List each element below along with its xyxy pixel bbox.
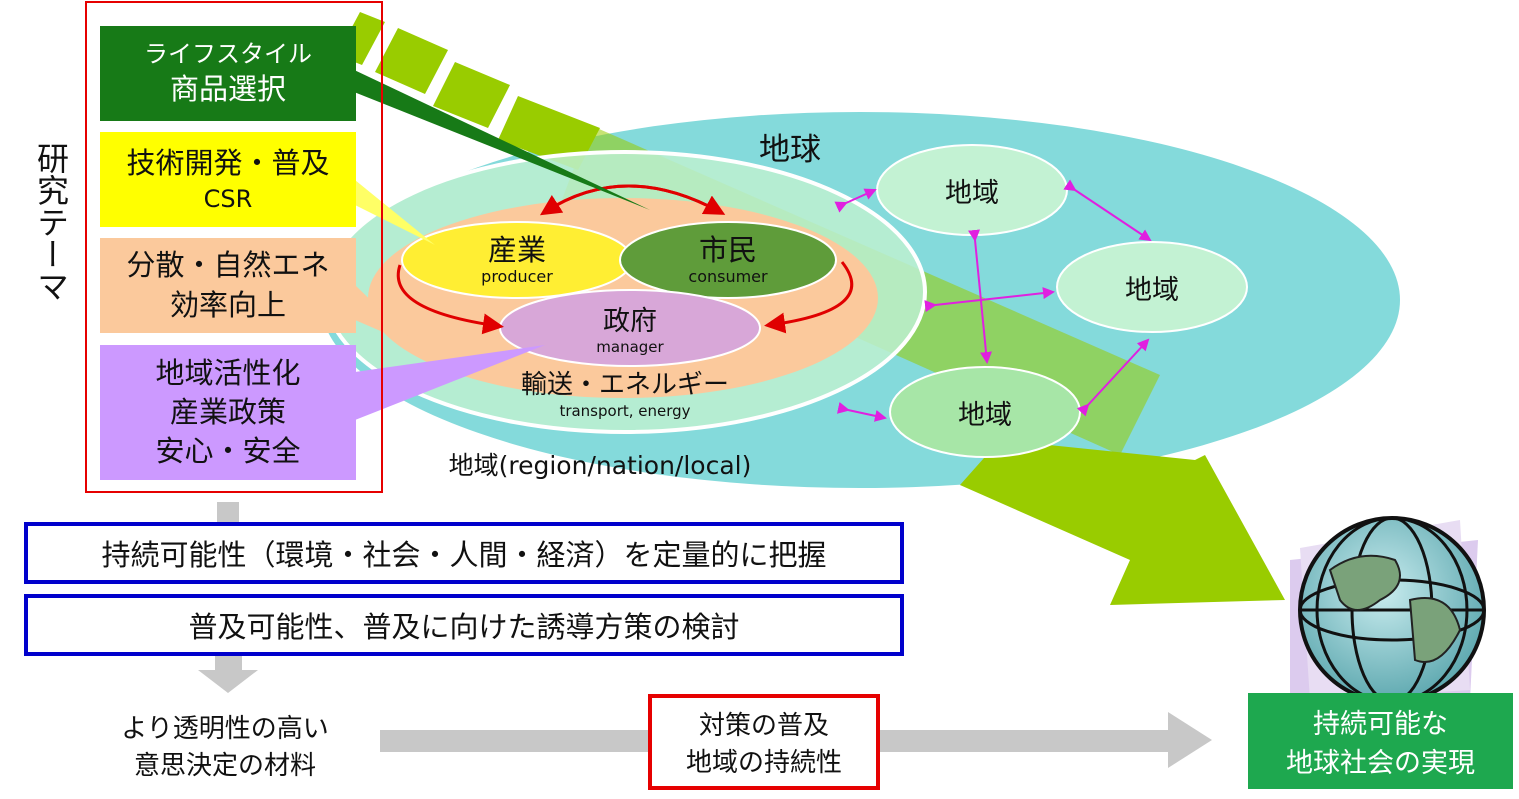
- region-node-2-label: 地域: [1125, 274, 1179, 306]
- actor-infrastructure-sub: transport, energy: [559, 402, 691, 420]
- callout-energy: [355, 285, 420, 348]
- theme-region-line2: 産業政策: [169, 394, 286, 429]
- region-node-2: [1056, 241, 1248, 333]
- actor-government-name: 政府: [603, 306, 657, 337]
- goal-line1: 持続可能な: [1313, 709, 1448, 740]
- actor-industry: 産業 producer: [437, 228, 597, 292]
- measures-line1: 対策の普及: [698, 711, 829, 741]
- actor-cycle-arrows: [396, 184, 854, 335]
- theme-technology-line1: 技術開発・普及: [126, 145, 330, 180]
- actor-industry-sub: producer: [481, 267, 553, 286]
- globe-icon: [1290, 516, 1486, 715]
- theme-lifestyle-line2: 商品選択: [169, 72, 286, 107]
- quantify-sustainability-box: 持続可能性（環境・社会・人間・経済）を定量的に把握: [24, 522, 904, 584]
- measures-line2: 地域の持続性: [685, 748, 842, 778]
- goal-line2: 地球社会の実現: [1286, 748, 1475, 779]
- actor-citizen-sub: consumer: [688, 267, 768, 286]
- actor-infrastructure-name: 輸送・エネルギー: [520, 370, 729, 400]
- actor-citizen-name: 市民: [698, 233, 757, 267]
- citizen-ellipse: [619, 221, 837, 299]
- theme-region-line1: 地域活性化: [155, 355, 301, 390]
- decision-material: より透明性の高い 意思決定の材料: [90, 700, 360, 790]
- region-node-3-label: 地域: [958, 399, 1012, 431]
- theme-technology-line2: CSR: [203, 184, 253, 213]
- theme-region: 地域活性化 産業政策 安心・安全: [100, 345, 356, 480]
- measures-box: 対策の普及 地域の持続性: [648, 694, 880, 790]
- region-label: 地域(region/nation/local): [448, 451, 752, 480]
- theme-lifestyle-line1: ライフスタイル: [144, 39, 312, 68]
- region-node-1-label: 地域: [945, 177, 999, 209]
- region-link-arrows: [834, 179, 1152, 422]
- goal-box: 持続可能な 地球社会の実現: [1248, 693, 1513, 789]
- decision-material-line1: より透明性の高い: [121, 714, 329, 744]
- callout-tech: [355, 180, 435, 245]
- earth-label: 地球: [759, 131, 821, 168]
- actor-infrastructure: 輸送・エネルギー transport, energy: [480, 364, 770, 426]
- quantify-sustainability-text: 持続可能性（環境・社会・人間・経済）を定量的に把握: [101, 538, 827, 572]
- theme-energy-line2: 効率向上: [169, 287, 286, 322]
- theme-energy-line1: 分散・自然エネ: [126, 248, 330, 283]
- theme-energy: 分散・自然エネ 効率向上: [100, 238, 356, 333]
- theme-region-line3: 安心・安全: [155, 434, 301, 469]
- actor-industry-name: 産業: [487, 233, 546, 267]
- research-theme-label: 研究テーマ: [32, 142, 70, 302]
- research-theme-frame: [85, 1, 383, 493]
- theme-lifestyle: ライフスタイル 商品選択: [100, 26, 356, 121]
- callout-lifestyle: [350, 68, 650, 210]
- diffusion-policy-box: 普及可能性、普及に向けた誘導方策の検討: [24, 594, 904, 656]
- diffusion-policy-text: 普及可能性、普及に向けた誘導方策の検討: [188, 610, 740, 644]
- actor-citizen: 市民 consumer: [648, 228, 808, 292]
- decision-material-line2: 意思決定の材料: [133, 751, 316, 781]
- actor-government-sub: manager: [596, 338, 664, 356]
- actor-government: 政府 manager: [550, 302, 710, 360]
- theme-technology: 技術開発・普及 CSR: [100, 132, 356, 227]
- callout-region: [355, 345, 545, 420]
